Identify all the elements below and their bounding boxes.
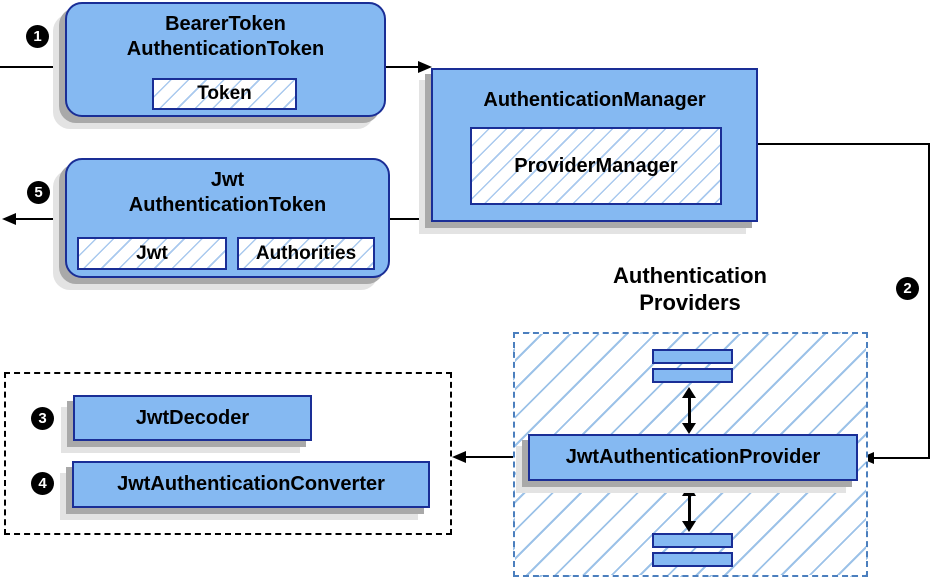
connector-entry-line <box>0 66 65 68</box>
connector-manager-right-h <box>758 143 930 145</box>
authentication-manager-title: AuthenticationManager <box>483 89 706 111</box>
bearer-token-authentication-token-box: BearerToken AuthenticationToken Token <box>65 2 386 117</box>
provider-manager-inner-box: ProviderManager <box>470 127 722 205</box>
providers-group-title: Authentication Providers <box>558 262 822 316</box>
bearer-token-title-line1: BearerToken <box>165 13 286 35</box>
provider-stub-bar <box>652 552 733 567</box>
provider-manager-label: ProviderManager <box>514 154 678 177</box>
token-inner-box: Token <box>152 78 297 110</box>
providers-group-title-line2: Providers <box>639 290 741 315</box>
bearer-token-title-line2: AuthenticationToken <box>126 38 325 60</box>
jwt-label: Jwt <box>136 242 168 264</box>
step-badge-2: 2 <box>896 277 919 300</box>
connector-bearer-to-manager <box>386 66 418 68</box>
step-badge-4: 4 <box>31 472 54 495</box>
double-arrow-bottom-line <box>688 494 691 524</box>
connector-right-vertical <box>928 143 930 459</box>
step-badge-5: 5 <box>27 181 50 204</box>
jwt-token-title-line2: AuthenticationToken <box>128 194 327 216</box>
jwt-decoder-label: JwtDecoder <box>135 406 250 429</box>
jwt-authentication-converter-label: JwtAuthenticationConverter <box>117 473 385 495</box>
jwt-authentication-converter-box: JwtAuthenticationConverter <box>72 461 430 508</box>
decoder-converter-group <box>4 372 452 535</box>
double-arrow-top-line <box>688 396 691 426</box>
connector-jwt-token-exit <box>14 218 65 220</box>
arrowhead-exit-left-icon <box>2 213 16 225</box>
step-badge-3: 3 <box>31 407 54 430</box>
bearer-token-title: BearerToken AuthenticationToken <box>67 12 384 62</box>
jwt-inner-box: Jwt <box>77 237 227 270</box>
arrowhead-into-manager-icon <box>418 61 432 73</box>
step-badge-1: 1 <box>26 25 49 48</box>
authorities-inner-box: Authorities <box>237 237 375 270</box>
connector-into-provider-h <box>874 457 930 459</box>
jwt-token-title: Jwt AuthenticationToken <box>67 168 388 218</box>
provider-stub-bar <box>652 533 733 548</box>
arrowhead-into-dashed-box-icon <box>452 451 466 463</box>
double-arrow-top-up-icon <box>682 387 696 398</box>
provider-stub-bar <box>652 368 733 383</box>
connector-manager-to-jwt-token <box>388 218 433 220</box>
connector-provider-to-decoder <box>466 456 528 458</box>
jwt-token-title-line1: Jwt <box>210 169 245 191</box>
authentication-manager-box: AuthenticationManager ProviderManager <box>431 68 758 222</box>
jwt-authentication-provider-label: JwtAuthenticationProvider <box>565 446 821 468</box>
providers-group-title-line1: Authentication <box>613 263 767 288</box>
authorities-label: Authorities <box>255 242 357 264</box>
double-arrow-bottom-down-icon <box>682 521 696 532</box>
double-arrow-bottom-up-icon <box>682 485 696 496</box>
jwt-decoder-box: JwtDecoder <box>73 395 312 441</box>
jwt-authentication-provider-box: JwtAuthenticationProvider <box>528 434 858 481</box>
provider-stub-bar <box>652 349 733 364</box>
token-label: Token <box>197 83 252 104</box>
double-arrow-top-down-icon <box>682 423 696 434</box>
jwt-authentication-token-box: Jwt AuthenticationToken Jwt Authorities <box>65 158 390 278</box>
